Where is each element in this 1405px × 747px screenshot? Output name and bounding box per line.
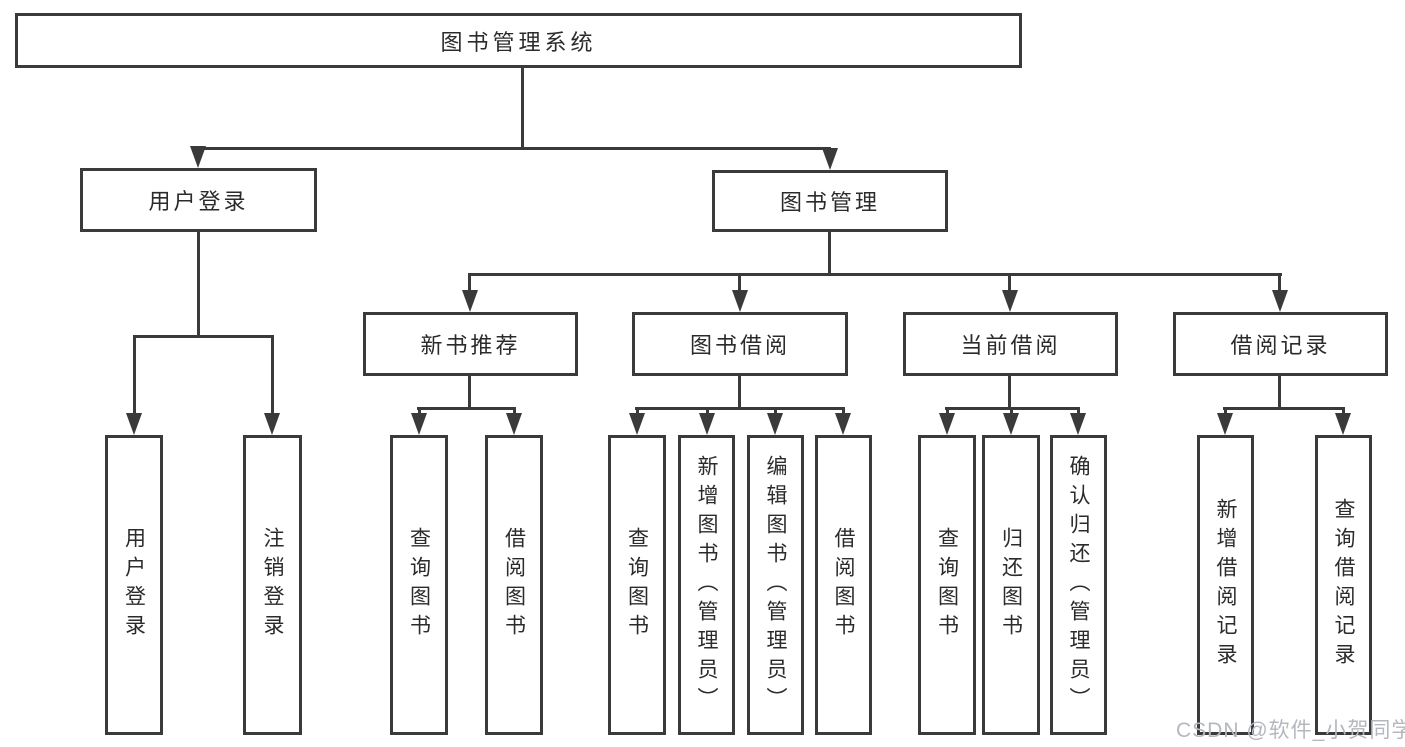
watermark: CSDN @软件_小贺同学	[1176, 719, 1405, 742]
leaf-recommend-borrow-books: 借阅图书	[485, 435, 543, 735]
arrowhead	[1272, 290, 1288, 312]
arrowhead	[264, 413, 280, 435]
arrowhead	[629, 413, 645, 435]
leaf-edit-books-admin: 编辑图书（管理员）	[747, 435, 804, 735]
connector-line	[828, 232, 831, 273]
arrowhead	[767, 413, 783, 435]
connector-line	[1008, 376, 1011, 407]
arrowhead	[411, 413, 427, 435]
leaf-user-login-label: 用户登录	[122, 527, 146, 643]
leaf-confirm-return-admin-label: 确认归还（管理员）	[1067, 454, 1090, 716]
connector-line	[1223, 407, 1345, 410]
leaf-current-query-books-label: 查询图书	[935, 527, 959, 643]
connector-line	[738, 376, 741, 407]
arrowhead	[126, 413, 142, 435]
connector-line	[521, 68, 524, 147]
connector-line	[197, 147, 831, 150]
arrowhead	[822, 148, 838, 170]
connector-line	[1278, 273, 1281, 295]
connector-line	[738, 273, 741, 295]
arrowhead	[1217, 413, 1233, 435]
leaf-add-borrow-record-label: 新增借阅记录	[1214, 498, 1237, 672]
node-book-borrow: 图书借阅	[632, 312, 848, 376]
connector-line	[468, 273, 1282, 276]
leaf-borrow-books: 借阅图书	[815, 435, 872, 735]
leaf-borrow-books-label: 借阅图书	[832, 527, 855, 643]
node-user-login: 用户登录	[80, 168, 317, 232]
connector-line	[635, 407, 845, 410]
leaf-edit-books-admin-label: 编辑图书（管理员）	[764, 454, 787, 716]
connector-line	[1278, 376, 1281, 407]
leaf-add-books-admin: 新增图书（管理员）	[678, 435, 735, 735]
connector-line	[468, 273, 471, 295]
connector-line	[468, 376, 471, 407]
node-book-management: 图书管理	[712, 170, 948, 232]
leaf-confirm-return-admin: 确认归还（管理员）	[1050, 435, 1107, 735]
node-borrow-records: 借阅记录	[1173, 312, 1388, 376]
arrowhead	[939, 413, 955, 435]
leaf-recommend-query-books-label: 查询图书	[407, 527, 431, 643]
arrowhead	[506, 413, 522, 435]
connector-line	[133, 335, 136, 420]
connector-line	[1008, 273, 1011, 295]
leaf-borrow-query-books: 查询图书	[608, 435, 666, 735]
leaf-borrow-query-books-label: 查询图书	[625, 527, 649, 643]
connector-line	[271, 335, 274, 420]
arrowhead	[732, 290, 748, 312]
leaf-logout: 注销登录	[243, 435, 302, 735]
connector-line	[133, 335, 274, 338]
node-root: 图书管理系统	[15, 13, 1022, 68]
node-new-book-recommend: 新书推荐	[363, 312, 578, 376]
leaf-logout-label: 注销登录	[261, 527, 284, 643]
arrowhead	[835, 413, 851, 435]
leaf-recommend-borrow-books-label: 借阅图书	[502, 527, 526, 643]
connector-line	[417, 407, 516, 410]
connector-line	[197, 232, 200, 335]
leaf-current-query-books: 查询图书	[918, 435, 976, 735]
arrowhead	[1002, 290, 1018, 312]
leaf-recommend-query-books: 查询图书	[390, 435, 448, 735]
arrowhead	[1070, 413, 1086, 435]
leaf-query-borrow-record: 查询借阅记录	[1315, 435, 1372, 735]
leaf-add-books-admin-label: 新增图书（管理员）	[695, 454, 718, 716]
leaf-return-books-label: 归还图书	[999, 527, 1023, 643]
arrowhead	[1335, 413, 1351, 435]
arrowhead	[190, 146, 206, 168]
leaf-query-borrow-record-label: 查询借阅记录	[1332, 498, 1355, 672]
arrowhead	[1003, 413, 1019, 435]
arrowhead	[462, 290, 478, 312]
arrowhead	[699, 413, 715, 435]
leaf-return-books: 归还图书	[982, 435, 1040, 735]
leaf-add-borrow-record: 新增借阅记录	[1197, 435, 1254, 735]
leaf-user-login: 用户登录	[105, 435, 163, 735]
node-current-borrow: 当前借阅	[903, 312, 1118, 376]
